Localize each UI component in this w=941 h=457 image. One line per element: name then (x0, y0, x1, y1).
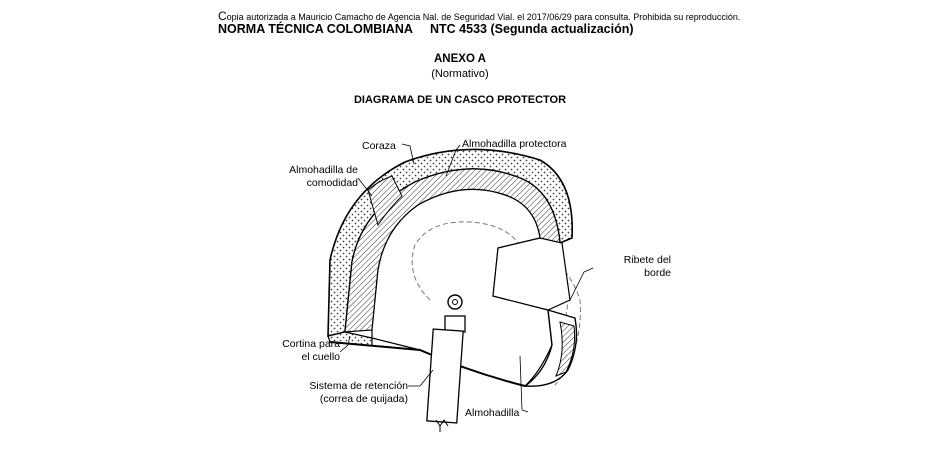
label-cortina-line1: Cortina para (282, 338, 340, 350)
label-almohadilla: Almohadilla (465, 407, 520, 419)
visor-area (492, 237, 571, 311)
annex-type: (Normativo) (431, 68, 489, 80)
standard-name: NORMA TÉCNICA COLOMBIANA (218, 22, 413, 36)
leader-cortina (339, 335, 351, 353)
leader-comodidad (357, 177, 373, 197)
copyright-text: opia autorizada a Mauricio Camacho de Ag… (226, 12, 741, 22)
label-ribete-line1: Ribete del (623, 254, 671, 266)
label-sistema-line2: (correa de quijada) (319, 393, 408, 405)
copyright-initial: C (218, 9, 227, 23)
leader-almohadilla (519, 355, 529, 413)
label-cortina-line2: el cuello (301, 351, 340, 363)
retention-buckle-hole (452, 299, 458, 305)
diagram-title: DIAGRAMA DE UN CASCO PROTECTOR (353, 94, 567, 106)
chin-strap (426, 328, 464, 424)
leader-sistema (408, 369, 434, 387)
leader-coraza (401, 143, 415, 165)
label-coraza: Coraza (362, 140, 396, 152)
leader-ribete (569, 267, 594, 301)
label-almohadilla-comodidad-line1: Almohadilla de (289, 164, 358, 176)
copyright-notice: Copia autorizada a Mauricio Camacho de A… (218, 9, 740, 23)
label-sistema-retencion: Sistema de retención(correa de quijada) (288, 380, 408, 406)
label-sistema-line1: Sistema de retención (309, 380, 408, 392)
label-almohadilla-protectora: Almohadilla protectora (462, 138, 567, 150)
comfort-padding (367, 175, 403, 227)
chin-strap-cut (435, 419, 449, 427)
label-ribete-line2: borde (644, 267, 671, 279)
standard-code: NTC 4533 (Segunda actualización) (430, 22, 634, 36)
label-almohadilla-comodidad-line2: comodidad (306, 177, 358, 189)
bottom-rim (329, 341, 526, 387)
annex-title: ANEXO A (434, 53, 486, 65)
chin-guard-padding (555, 321, 576, 377)
leader-almohadilla-protectora (445, 144, 461, 177)
